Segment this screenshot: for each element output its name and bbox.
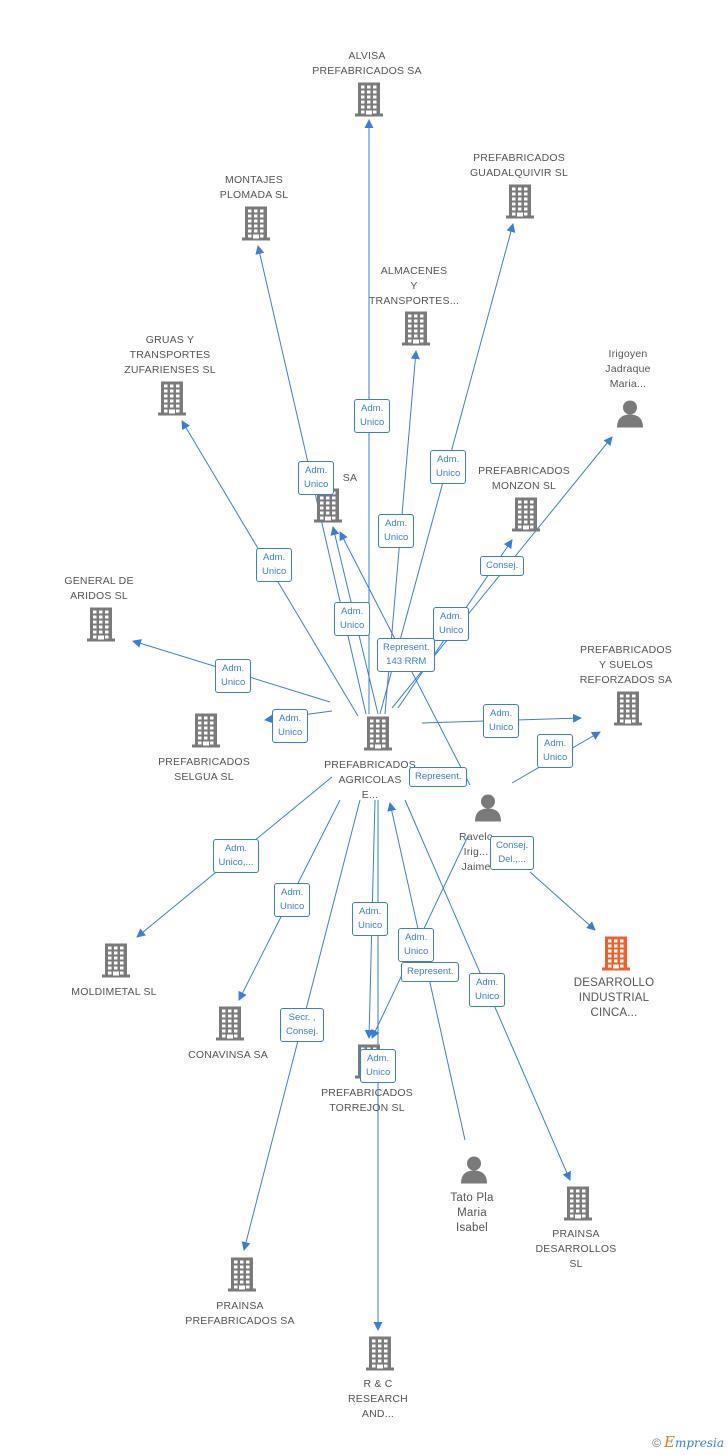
node-label[interactable]: MOLDIMETAL SL [71, 986, 157, 998]
relationship-label[interactable]: Adm. Unico [469, 973, 506, 1007]
empresia-logo: ©Empresia [652, 1433, 724, 1451]
relationship-label[interactable]: Adm. Unico [272, 709, 309, 743]
building-icon[interactable] [563, 1186, 593, 1227]
node-label[interactable]: DESARROLLO INDUSTRIAL CINCA... [573, 977, 655, 1019]
node-label[interactable]: GENERAL DE ARIDOS SL [64, 575, 134, 602]
node-label[interactable]: CONAVINSA SA [188, 1049, 268, 1061]
node-label[interactable]: PREFABRICADOS Y SUELOS REFORZADOS SA [579, 644, 673, 686]
building-icon[interactable] [191, 713, 221, 754]
node-label[interactable]: ALMACENES Y TRANSPORTES... [368, 265, 460, 307]
relationship-label[interactable]: Adm. Unico [256, 548, 293, 582]
relationship-label[interactable]: Adm. Unico [274, 883, 311, 917]
relationship-label[interactable]: Adm. Unico [483, 704, 520, 738]
building-icon[interactable] [601, 936, 631, 977]
building-icon[interactable] [365, 1336, 395, 1377]
building-icon[interactable] [215, 1006, 245, 1047]
person-icon[interactable] [473, 793, 503, 828]
node-label[interactable]: GRUAS Y TRANSPORTES ZUFARIENSES SL [124, 334, 216, 376]
relationship-label[interactable]: Adm. Unico [360, 1049, 397, 1083]
building-icon[interactable] [401, 311, 431, 352]
relationship-edge [529, 871, 596, 931]
node-label[interactable]: PRAINSA DESARROLLOS SL [535, 1228, 617, 1270]
relationship-label[interactable]: Adm. Unico [398, 928, 435, 962]
node-label[interactable]: PREFABRICADOS MONZON SL [478, 465, 570, 492]
person-icon[interactable] [459, 1155, 489, 1190]
relationship-label[interactable]: Adm. Unico [537, 734, 574, 768]
relationship-label[interactable]: Represent. [401, 962, 460, 982]
relationship-label[interactable]: Adm. Unico [215, 659, 252, 693]
relationship-label[interactable]: Represent. [409, 767, 468, 787]
relationship-label[interactable]: Adm. Unico [430, 450, 467, 484]
node-label[interactable]: Irigoyen Jadraque Maria... [605, 348, 651, 390]
copyright-symbol: © [652, 1436, 661, 1450]
building-icon[interactable] [613, 691, 643, 732]
building-icon[interactable] [101, 943, 131, 984]
building-icon[interactable] [511, 497, 541, 538]
relationship-label[interactable]: Adm. Unico [354, 399, 391, 433]
building-icon[interactable] [313, 488, 343, 529]
building-icon[interactable] [354, 82, 384, 123]
node-label[interactable]: PREFABRICADOS AGRICOLAS E... [324, 759, 416, 801]
building-icon[interactable] [86, 607, 116, 648]
building-icon[interactable] [363, 716, 393, 757]
node-label[interactable]: R & C RESEARCH AND... [348, 1378, 408, 1420]
building-icon[interactable] [505, 184, 535, 225]
relationship-label[interactable]: Secr. , Consej. [280, 1008, 325, 1042]
person-icon[interactable] [615, 399, 645, 434]
relationship-label[interactable]: Adm. Unico [334, 602, 371, 636]
node-label[interactable]: MONTAJES PLOMADA SL [219, 174, 289, 201]
relationship-label[interactable]: Adm. Unico [352, 902, 389, 936]
node-label[interactable]: PREFABRICADOS GUADALQUIVIR SL [469, 152, 569, 179]
relationship-label[interactable]: Adm. Unico [298, 461, 335, 495]
node-label[interactable]: SA [342, 472, 358, 484]
relationship-label[interactable]: Adm. Unico [378, 514, 415, 548]
relationship-label[interactable]: Consej. Del.,... [490, 836, 535, 870]
building-icon[interactable] [157, 381, 187, 422]
building-icon[interactable] [227, 1257, 257, 1298]
relationship-label[interactable]: Adm. Unico [433, 607, 470, 641]
node-label[interactable]: PREFABRICADOS SELGUA SL [158, 756, 250, 783]
building-icon[interactable] [241, 206, 271, 247]
node-label[interactable]: PREFABRICADOS TORREJON SL [321, 1087, 413, 1114]
brand-initial: E [663, 1433, 675, 1451]
relationship-label[interactable]: Consej. [480, 556, 525, 576]
node-label[interactable]: Tato Pla Maria Isabel [450, 1192, 494, 1234]
brand-name: mpresia [674, 1436, 724, 1450]
node-label[interactable]: ALVISA PREFABRICADOS SA [312, 50, 422, 77]
relationship-label[interactable]: Adm. Unico,... [212, 839, 260, 873]
relationship-label[interactable]: Represent. 143 RRM [377, 638, 436, 672]
node-label[interactable]: Ravelo Irig... Jaime [459, 831, 493, 873]
node-label[interactable]: PRAINSA PREFABRICADOS SA [185, 1300, 295, 1327]
